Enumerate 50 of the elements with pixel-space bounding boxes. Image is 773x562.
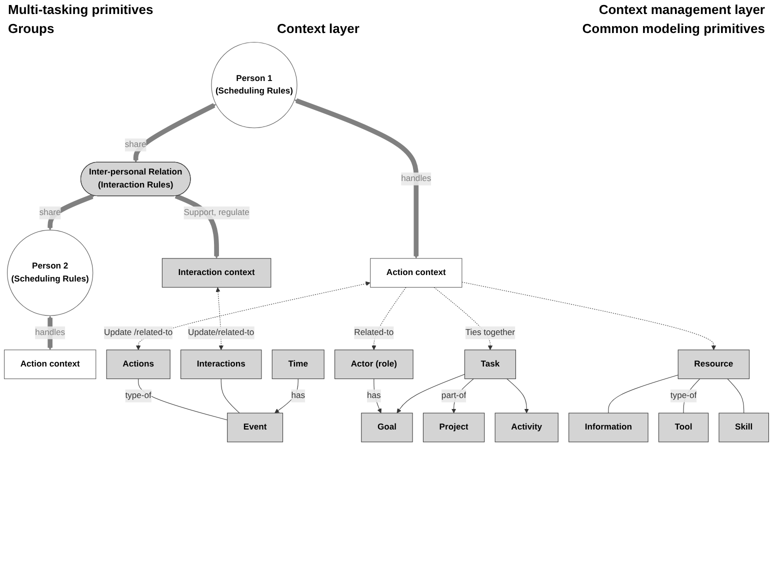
layer-label: Context layer [277,21,360,36]
arrow [294,98,419,259]
connector [138,378,228,420]
edge-label: Update /related-to [104,328,173,338]
node-box: Resource [678,350,750,380]
node-box: Action context [370,258,462,288]
arrow [506,378,529,414]
edge-label: Related-to [354,328,394,338]
node-box: Tool [658,412,709,442]
node-box: Goal [361,412,413,442]
node-box: Actor (role) [334,350,414,380]
arrow [133,103,216,163]
layer-label: Multi-tasking primitives [8,2,154,17]
arrow [48,194,94,230]
node-box: Actions [106,350,170,380]
node-box: Activity [494,412,558,442]
edge-label: Update/related-to [188,328,254,338]
edge-label: has [291,391,306,400]
layer-label: Context management layer [598,2,765,17]
arrow [396,374,465,414]
arrow [274,378,298,414]
node-box: Information [568,412,648,442]
node-box: Skill [718,412,769,442]
arrow [434,287,493,350]
edge-label: has [367,391,381,400]
layer-label: Groups [8,21,54,36]
edge-label: handles [35,328,66,338]
node-box: Action context [4,350,96,380]
connector [608,374,678,414]
edge-label: share [39,208,61,218]
node-box: Project [422,412,485,442]
edge-label: type-of [670,391,697,400]
edge-label: share [124,140,146,150]
edge-label: type-of [125,391,152,400]
arrow [372,287,406,350]
arrow [462,282,716,350]
edge-label: Ties together [465,328,516,338]
node-box: Interaction context [162,258,272,288]
connector [220,378,240,414]
node-box: Time [272,350,324,380]
edge-label: Support, regulate [184,208,250,218]
edge-label: part-of [441,391,466,400]
node-box: Task [464,350,516,380]
connector [727,378,744,414]
node-box: Interactions [180,350,262,380]
node-circle: Person 2 (Scheduling Rules) [7,230,94,316]
edge-label: handles [401,174,432,184]
node-circle: Person 1 (Scheduling Rules) [211,42,298,128]
node-box: Event [227,412,284,442]
layer-label: Common modeling primitives [582,21,765,36]
